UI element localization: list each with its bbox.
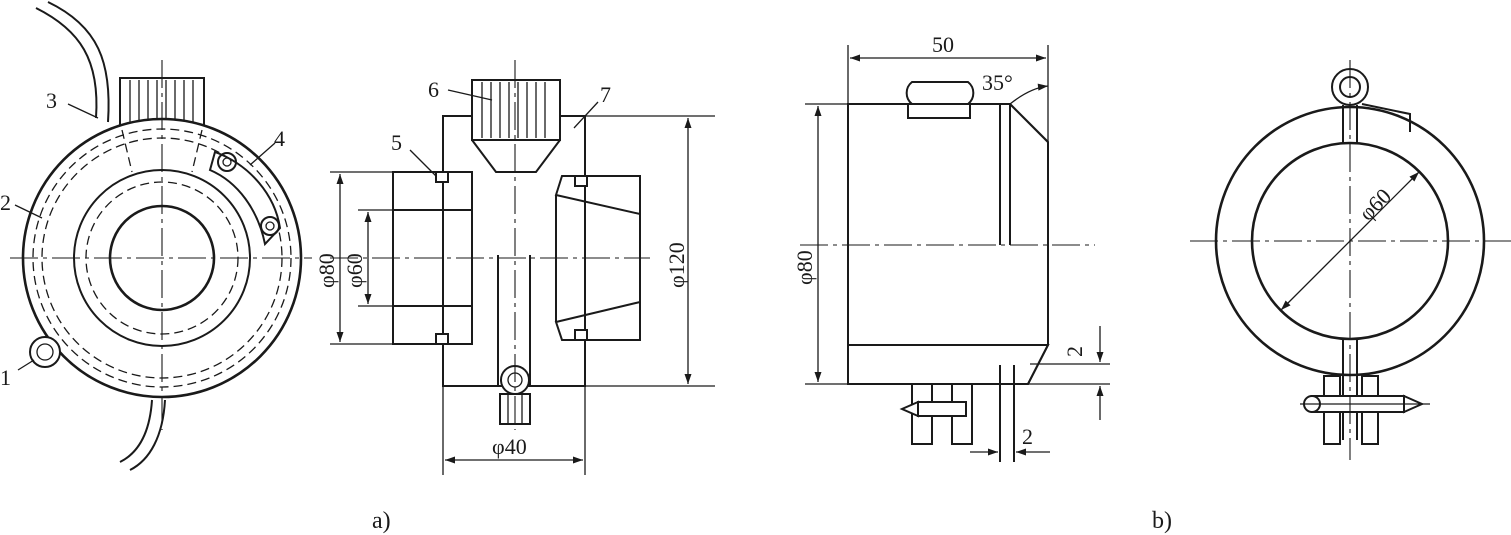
caption-b: b): [1152, 508, 1172, 534]
screw-1: [29, 336, 61, 368]
housing-outline: [442, 115, 586, 387]
figure-a-end-view: 3 2 4 1: [0, 1, 312, 471]
bushing-5-bottom: [392, 305, 473, 345]
dim-phi60-a: φ60: [342, 253, 367, 288]
bushing-7-top: [554, 175, 641, 216]
figure-b-side-view: 50 35° φ80 2 2: [792, 32, 1110, 462]
top-lug: [905, 81, 975, 105]
figure-a-section-view: φ80 φ60 φ120 φ40 6 5 7: [314, 60, 715, 475]
dim-50-b: 50: [932, 32, 954, 57]
sleeve-hatch: [847, 344, 1050, 385]
dim-35deg-b: 35°: [982, 70, 1013, 95]
dim-phi80-a: φ80: [314, 253, 339, 288]
sleeve-outline: [847, 103, 1049, 385]
label-2: 2: [0, 190, 11, 215]
knob-a-end-knurl: [129, 80, 194, 124]
lever-top-outer: [47, 1, 110, 123]
label-5: 5: [391, 130, 402, 155]
dim-phi40-a: φ40: [492, 434, 527, 459]
lever-bottom: [119, 399, 153, 463]
dim-2-right-b: 2: [1062, 346, 1087, 357]
dim-phi60-b: φ60: [1354, 183, 1396, 225]
label-3: 3: [46, 88, 57, 113]
knob-6: [471, 79, 561, 141]
label-1: 1: [0, 365, 11, 390]
caption-a: a): [372, 508, 391, 534]
label-4: 4: [274, 126, 285, 151]
label-7: 7: [600, 82, 611, 107]
dim-phi120-a: φ120: [664, 242, 689, 288]
knob-6-cone: [471, 139, 561, 173]
dim-phi80-b: φ80: [792, 250, 817, 285]
figure-b-end-view: φ60: [1190, 60, 1511, 460]
lever-bottom-outer: [129, 399, 166, 471]
bushing-7-bottom: [554, 300, 641, 341]
bushing-5-top: [392, 171, 473, 211]
lever-top: [35, 7, 98, 119]
dim-2-bottom-b: 2: [1022, 424, 1033, 449]
label-6: 6: [428, 77, 439, 102]
